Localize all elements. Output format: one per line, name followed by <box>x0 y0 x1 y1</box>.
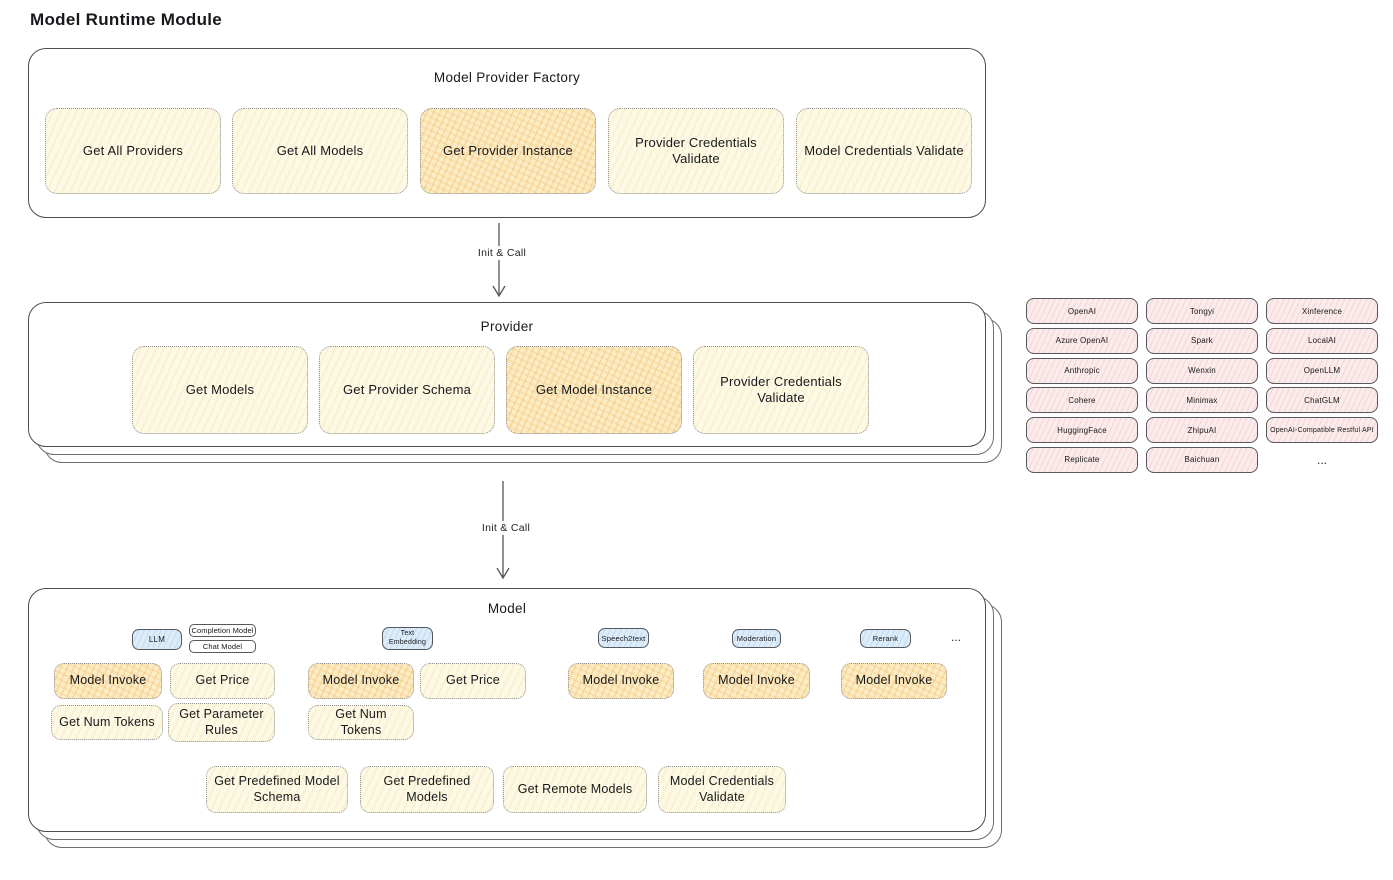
provider-chip-openai: OpenAI <box>1026 298 1138 324</box>
tag-rerank: Rerank <box>860 629 911 648</box>
rerank-model-invoke-button: Model Invoke <box>841 663 947 699</box>
tag-llm: LLM <box>132 629 182 650</box>
provider-chip-localai: LocalAI <box>1266 327 1378 354</box>
init-call-arrow-1 <box>492 223 506 298</box>
model-tags-more: ... <box>951 630 962 644</box>
provider-chip-xinference: Xinference <box>1266 298 1378 324</box>
model-credentials-validate-button-2: Model Credentials Validate <box>658 766 786 813</box>
factory-title: Model Provider Factory <box>433 70 581 85</box>
provider-credentials-validate-button: Provider Credentials Validate <box>608 108 784 194</box>
text-embedding-model-invoke-button: Model Invoke <box>308 663 414 699</box>
provider-box: Provider Get Models Get Provider Schema … <box>28 302 986 447</box>
tag-text-embedding: Text Embedding <box>382 627 433 650</box>
get-provider-schema-button: Get Provider Schema <box>319 346 495 434</box>
provider-chip-zhipuai: ZhipuAI <box>1146 417 1258 444</box>
provider-list-more: ... <box>1316 452 1327 467</box>
provider-list-column-3: Xinference LocalAI OpenLLM ChatGLM OpenA… <box>1266 298 1378 473</box>
init-call-label-1: Init & Call <box>459 246 545 260</box>
llm-model-invoke-button: Model Invoke <box>54 663 162 699</box>
provider-chip-azure-openai: Azure OpenAI <box>1026 327 1138 354</box>
tag-speech2text: Speech2text <box>598 628 649 648</box>
model-credentials-validate-button: Model Credentials Validate <box>796 108 972 194</box>
model-box: Model LLM Completion Model Chat Model Te… <box>28 588 986 832</box>
provider-chip-tongyi: Tongyi <box>1146 298 1258 324</box>
tag-moderation: Moderation <box>732 629 781 648</box>
get-models-button: Get Models <box>132 346 308 434</box>
tag-chat-model: Chat Model <box>189 640 256 653</box>
provider-chip-replicate: Replicate <box>1026 446 1138 473</box>
llm-get-parameter-rules-button: Get Parameter Rules <box>168 703 275 742</box>
get-all-providers-button: Get All Providers <box>45 108 221 194</box>
moderation-model-invoke-button: Model Invoke <box>703 663 810 699</box>
get-provider-instance-button: Get Provider Instance <box>420 108 596 194</box>
provider-chip-cohere: Cohere <box>1026 387 1138 414</box>
provider-chip-anthropic: Anthropic <box>1026 357 1138 384</box>
factory-box: Model Provider Factory Get All Providers… <box>28 48 986 218</box>
get-predefined-models-button: Get Predefined Models <box>360 766 494 813</box>
model-title: Model <box>487 601 527 616</box>
provider-chip-minimax: Minimax <box>1146 387 1258 414</box>
provider-chip-wenxin: Wenxin <box>1146 357 1258 384</box>
provider-title: Provider <box>480 319 534 334</box>
provider-chip-chatglm: ChatGLM <box>1266 387 1378 414</box>
llm-get-num-tokens-button: Get Num Tokens <box>51 705 163 740</box>
tag-completion-model: Completion Model <box>189 624 256 637</box>
provider-chip-spark: Spark <box>1146 327 1258 354</box>
provider-chip-huggingface: HuggingFace <box>1026 417 1138 444</box>
text-embedding-get-num-tokens-button: Get Num Tokens <box>308 705 414 740</box>
provider-list-column-1: OpenAI Azure OpenAI Anthropic Cohere Hug… <box>1026 298 1138 473</box>
provider-chip-baichuan: Baichuan <box>1146 446 1258 473</box>
get-model-instance-button: Get Model Instance <box>506 346 682 434</box>
provider-chip-openllm: OpenLLM <box>1266 357 1378 384</box>
llm-get-price-button: Get Price <box>170 663 275 699</box>
get-remote-models-button: Get Remote Models <box>503 766 647 813</box>
get-predefined-model-schema-button: Get Predefined Model Schema <box>206 766 348 813</box>
text-embedding-get-price-button: Get Price <box>420 663 526 699</box>
provider-chip-openai-compatible-restful-api: OpenAI-Compatible Restful API <box>1266 417 1378 444</box>
provider-credentials-validate-button-2: Provider Credentials Validate <box>693 346 869 434</box>
init-call-label-2: Init & Call <box>463 521 549 535</box>
speech2text-model-invoke-button: Model Invoke <box>568 663 674 699</box>
provider-list-column-2: Tongyi Spark Wenxin Minimax ZhipuAI Baic… <box>1146 298 1258 473</box>
page-title: Model Runtime Module <box>30 10 223 29</box>
get-all-models-button: Get All Models <box>232 108 408 194</box>
